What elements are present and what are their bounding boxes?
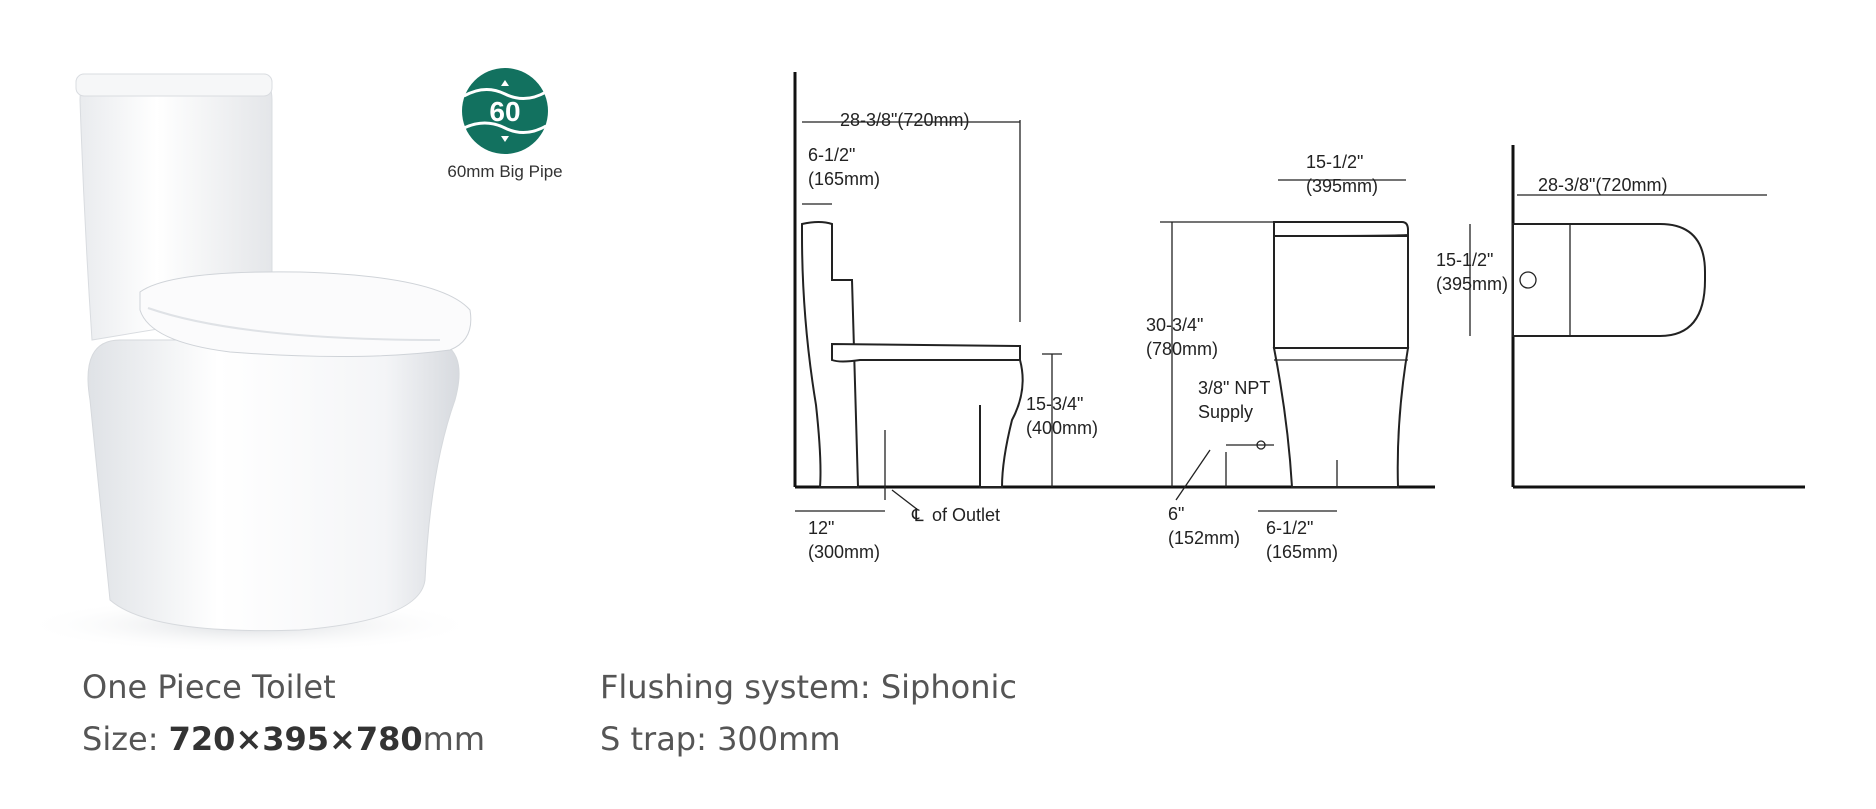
side-tank-offset-in: 6-1/2" — [808, 145, 855, 165]
supply-height-in: 6" — [1168, 504, 1184, 524]
supply-height-mm: (152mm) — [1168, 528, 1240, 548]
side-rough-in-mm: (300mm) — [808, 542, 880, 562]
side-tank — [801, 221, 860, 488]
side-tank-offset-mm: (165mm) — [808, 169, 880, 189]
supply-offset-mm: (165mm) — [1266, 542, 1338, 562]
dimension-drawing: 28-3/8"(720mm) 6-1/2" (165mm) 15-3/4" (4… — [793, 72, 1805, 562]
toilet-product-photo — [20, 73, 480, 653]
front-height-in: 30-3/4" — [1146, 315, 1203, 335]
front-tank — [1273, 235, 1409, 349]
top-width-mm: (395mm) — [1436, 274, 1508, 294]
side-rough-in-in: 12" — [808, 518, 834, 538]
supply-label-line2: Supply — [1198, 402, 1253, 422]
top-bowl — [1512, 223, 1706, 337]
flushing-system: Flushing system: Siphonic — [600, 668, 1017, 706]
outlet-symbol: ℄ — [911, 505, 924, 525]
front-width-in: 15-1/2" — [1306, 152, 1363, 172]
outlet-label: of Outlet — [932, 505, 1000, 525]
size-line: Size: 720×395×780mm — [82, 720, 485, 758]
side-depth-label: 28-3/8"(720mm) — [840, 110, 969, 130]
big-pipe-badge: 60 — [462, 68, 548, 154]
supply-label-line1: 3/8" NPT — [1198, 378, 1270, 398]
size-label: Size: — [82, 720, 169, 758]
top-width-in: 15-1/2" — [1436, 250, 1493, 270]
badge-number: 60 — [489, 96, 520, 127]
strap-spec: S trap: 300mm — [600, 720, 841, 758]
front-tank-top — [1273, 221, 1409, 238]
product-name: One Piece Toilet — [82, 668, 336, 706]
side-bowl — [979, 359, 1024, 488]
front-bowl — [1272, 347, 1410, 488]
side-seat-height-mm: (400mm) — [1026, 418, 1098, 438]
front-width-mm: (395mm) — [1306, 176, 1378, 196]
front-view: 30-3/4" (780mm) 15-1/2" (395mm) 3/8" NPT… — [1146, 152, 1410, 562]
size-value: 720×395×780 — [168, 720, 423, 758]
side-seat-height-in: 15-3/4" — [1026, 394, 1083, 414]
supply-offset-in: 6-1/2" — [1266, 518, 1313, 538]
front-height-mm: (780mm) — [1146, 339, 1218, 359]
top-view: 28-3/8"(720mm) 15-1/2" (395mm) — [1436, 145, 1805, 489]
supply-point-top — [1519, 271, 1537, 289]
side-seat — [831, 342, 1021, 363]
size-unit: mm — [422, 720, 485, 758]
badge-caption: 60mm Big Pipe — [447, 162, 563, 181]
top-depth-label: 28-3/8"(720mm) — [1538, 175, 1667, 195]
